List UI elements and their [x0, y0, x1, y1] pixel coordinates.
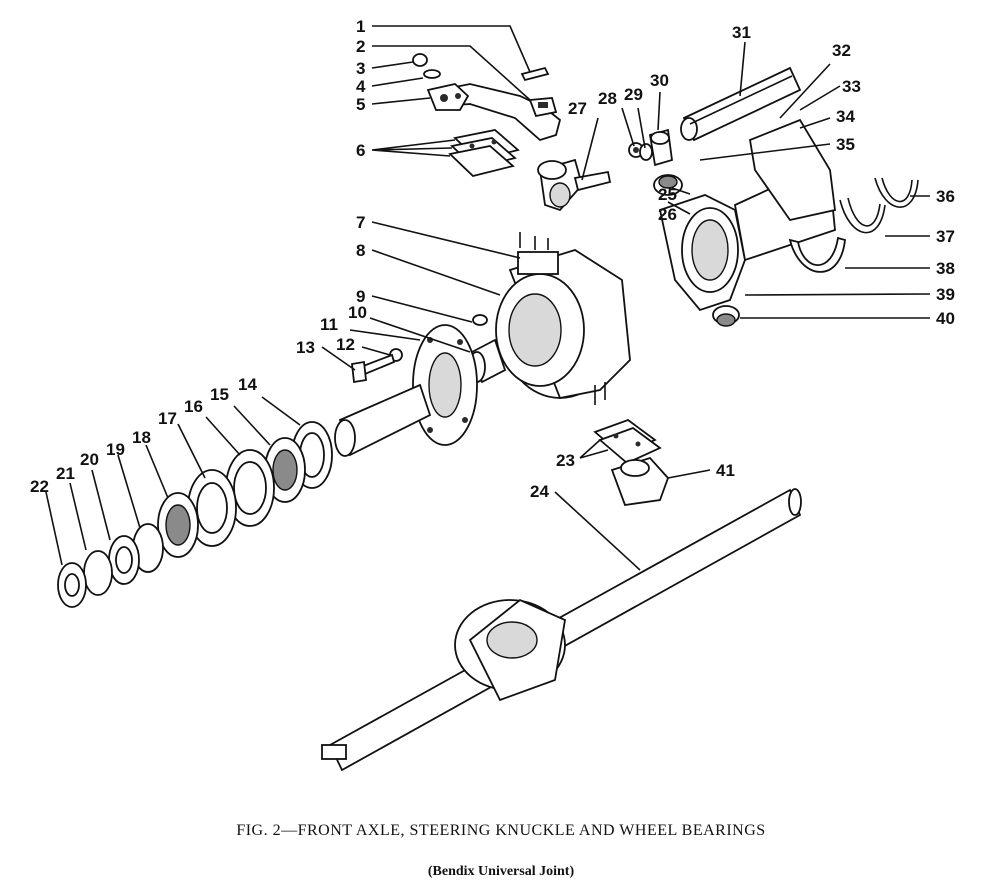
callout-22: 22: [30, 477, 49, 496]
axle-housing-end-8: [495, 232, 631, 405]
callout-16: 16: [184, 397, 203, 416]
axle-shaft-24: [321, 488, 802, 772]
callout-36: 36: [936, 187, 955, 206]
callout-40: 40: [936, 309, 955, 328]
callout-15: 15: [210, 385, 229, 404]
callout-5: 5: [356, 95, 365, 114]
figure-caption: FIG. 2—FRONT AXLE, STEERING KNUCKLE AND …: [236, 822, 766, 839]
callout-27: 27: [568, 99, 587, 118]
callout-17: 17: [158, 409, 177, 428]
callout-2: 2: [356, 37, 365, 56]
tie-rod-clamp: [628, 128, 673, 167]
callout-11: 11: [320, 315, 338, 334]
callout-3: 3: [356, 59, 365, 78]
callout-35: 35: [836, 135, 855, 154]
callout-19: 19: [106, 440, 125, 459]
callout-39: 39: [936, 285, 955, 304]
callout-23: 23: [556, 451, 575, 470]
callout-18: 18: [132, 428, 151, 447]
tie-rod-end-27: [537, 158, 612, 212]
callout-24: 24: [530, 482, 549, 501]
bolt-13: [351, 348, 403, 384]
callout-1: 1: [356, 17, 365, 36]
callout-6: 6: [356, 141, 365, 160]
callout-20: 20: [80, 450, 99, 469]
callout-34: 34: [836, 107, 855, 126]
lower-bearing-cap-23: [593, 418, 662, 465]
callout-numbers: 1 2 3 4 5 6 7 8 9 10 11 12 13 14 15 16 1…: [30, 17, 955, 501]
spindle-11: [334, 324, 478, 457]
tie-rod-tube-31: [680, 66, 802, 142]
callout-14: 14: [238, 375, 257, 394]
leader-lines: [45, 25, 931, 571]
callout-8: 8: [356, 241, 365, 260]
steering-arm-group: [412, 53, 562, 142]
callout-38: 38: [936, 259, 955, 278]
callout-12: 12: [336, 335, 355, 354]
callout-28: 28: [598, 89, 617, 108]
callout-21: 21: [56, 464, 75, 483]
callout-30: 30: [650, 71, 669, 90]
callout-37: 37: [936, 227, 955, 246]
callout-13: 13: [296, 338, 315, 357]
callout-25: 25: [658, 185, 677, 204]
callout-10: 10: [348, 303, 367, 322]
callout-41: 41: [716, 461, 735, 480]
callout-29: 29: [624, 85, 643, 104]
callout-33: 33: [842, 77, 861, 96]
seal-parts: [748, 118, 919, 273]
callout-4: 4: [356, 77, 366, 96]
wheel-bearing-stack: [57, 421, 333, 608]
shims-6: [448, 129, 520, 177]
callout-26: 26: [658, 205, 677, 224]
callout-7: 7: [356, 213, 365, 232]
callout-32: 32: [832, 41, 851, 60]
figure-subcaption: (Bendix Universal Joint): [427, 864, 575, 879]
callout-31: 31: [732, 23, 751, 42]
lower-arm-41: [610, 456, 670, 506]
callout-9: 9: [356, 287, 365, 306]
